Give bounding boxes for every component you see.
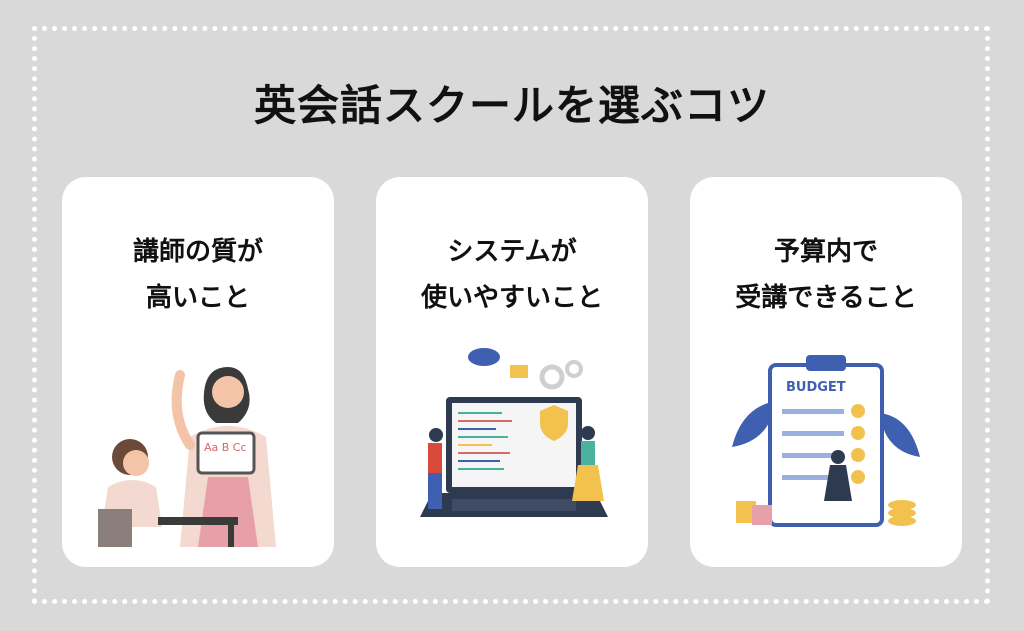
card-within-budget: 予算内で 受講できること BUDGET (690, 177, 962, 567)
page-title: 英会話スクールを選ぶコツ (253, 81, 770, 130)
card-label-line1: 予算内で (773, 237, 878, 267)
card-label: システムが 使いやすいこと (376, 229, 648, 321)
card-teacher-quality: 講師の質が 高いこと Aa B Cc (62, 177, 334, 567)
card-label-line1: 講師の質が (132, 237, 263, 267)
card-label-line2: 高いこと (145, 283, 250, 313)
card-label: 講師の質が 高いこと (62, 229, 334, 321)
card-label-line2: 受講できること (735, 283, 917, 313)
card-label-line1: システムが (447, 237, 577, 267)
card-label: 予算内で 受講できること (690, 229, 962, 321)
teacher-icon: Aa B Cc (98, 367, 276, 547)
dotted-frame (32, 26, 990, 604)
board-text: Aa B Cc (204, 441, 247, 454)
card-easy-system: システムが 使いやすいこと (376, 177, 648, 567)
budget-clipboard-icon: BUDGET (732, 355, 920, 527)
clipboard-text: BUDGET (786, 380, 846, 395)
laptop-system-icon (420, 348, 608, 517)
card-label-line2: 使いやすいこと (420, 283, 603, 313)
